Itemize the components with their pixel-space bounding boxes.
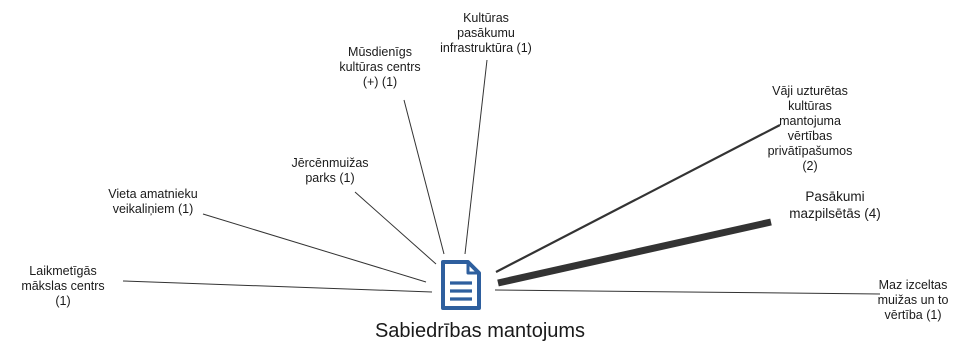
- edges-group: [122, 59, 881, 295]
- edge-8: [494, 289, 881, 295]
- node-label-musdienigs-kulturas-centrs[interactable]: Mūsdienīgs kultūras centrs (+) (1): [339, 45, 421, 89]
- node-label-maz-izceltas-muizas[interactable]: Maz izceltas muižas un to vērtība (1): [877, 278, 949, 322]
- edge-3: [354, 191, 437, 265]
- edge-7: [497, 218, 772, 287]
- edge-4: [403, 99, 445, 255]
- node-label-pasakumi-mazpilsetas[interactable]: Pasākumi mazpilsētās (4): [789, 189, 881, 221]
- node-label-vieta-amatnieku-veikaliniem[interactable]: Vieta amatnieku veikaliņiem (1): [108, 187, 198, 216]
- node-label-laikmetigas-makslas-centrs[interactable]: Laikmetīgās mākslas centrs (1): [21, 264, 105, 308]
- node-label-kulturas-pasakumu-infrastruktura[interactable]: Kultūras pasākumu infrastruktūra (1): [440, 11, 532, 55]
- edge-2: [202, 213, 427, 283]
- edge-1: [122, 280, 433, 293]
- center-node-label: Sabiedrības mantojums: [374, 320, 586, 342]
- edge-6: [495, 124, 781, 273]
- edge-5: [464, 59, 488, 255]
- document-icon[interactable]: [440, 259, 482, 316]
- node-label-vaji-uzturetas-vertibas[interactable]: Vāji uzturētas kultūras mantojuma vērtīb…: [767, 84, 853, 173]
- node-label-jercenmuizas-parks[interactable]: Jērcēnmuižas parks (1): [291, 156, 369, 185]
